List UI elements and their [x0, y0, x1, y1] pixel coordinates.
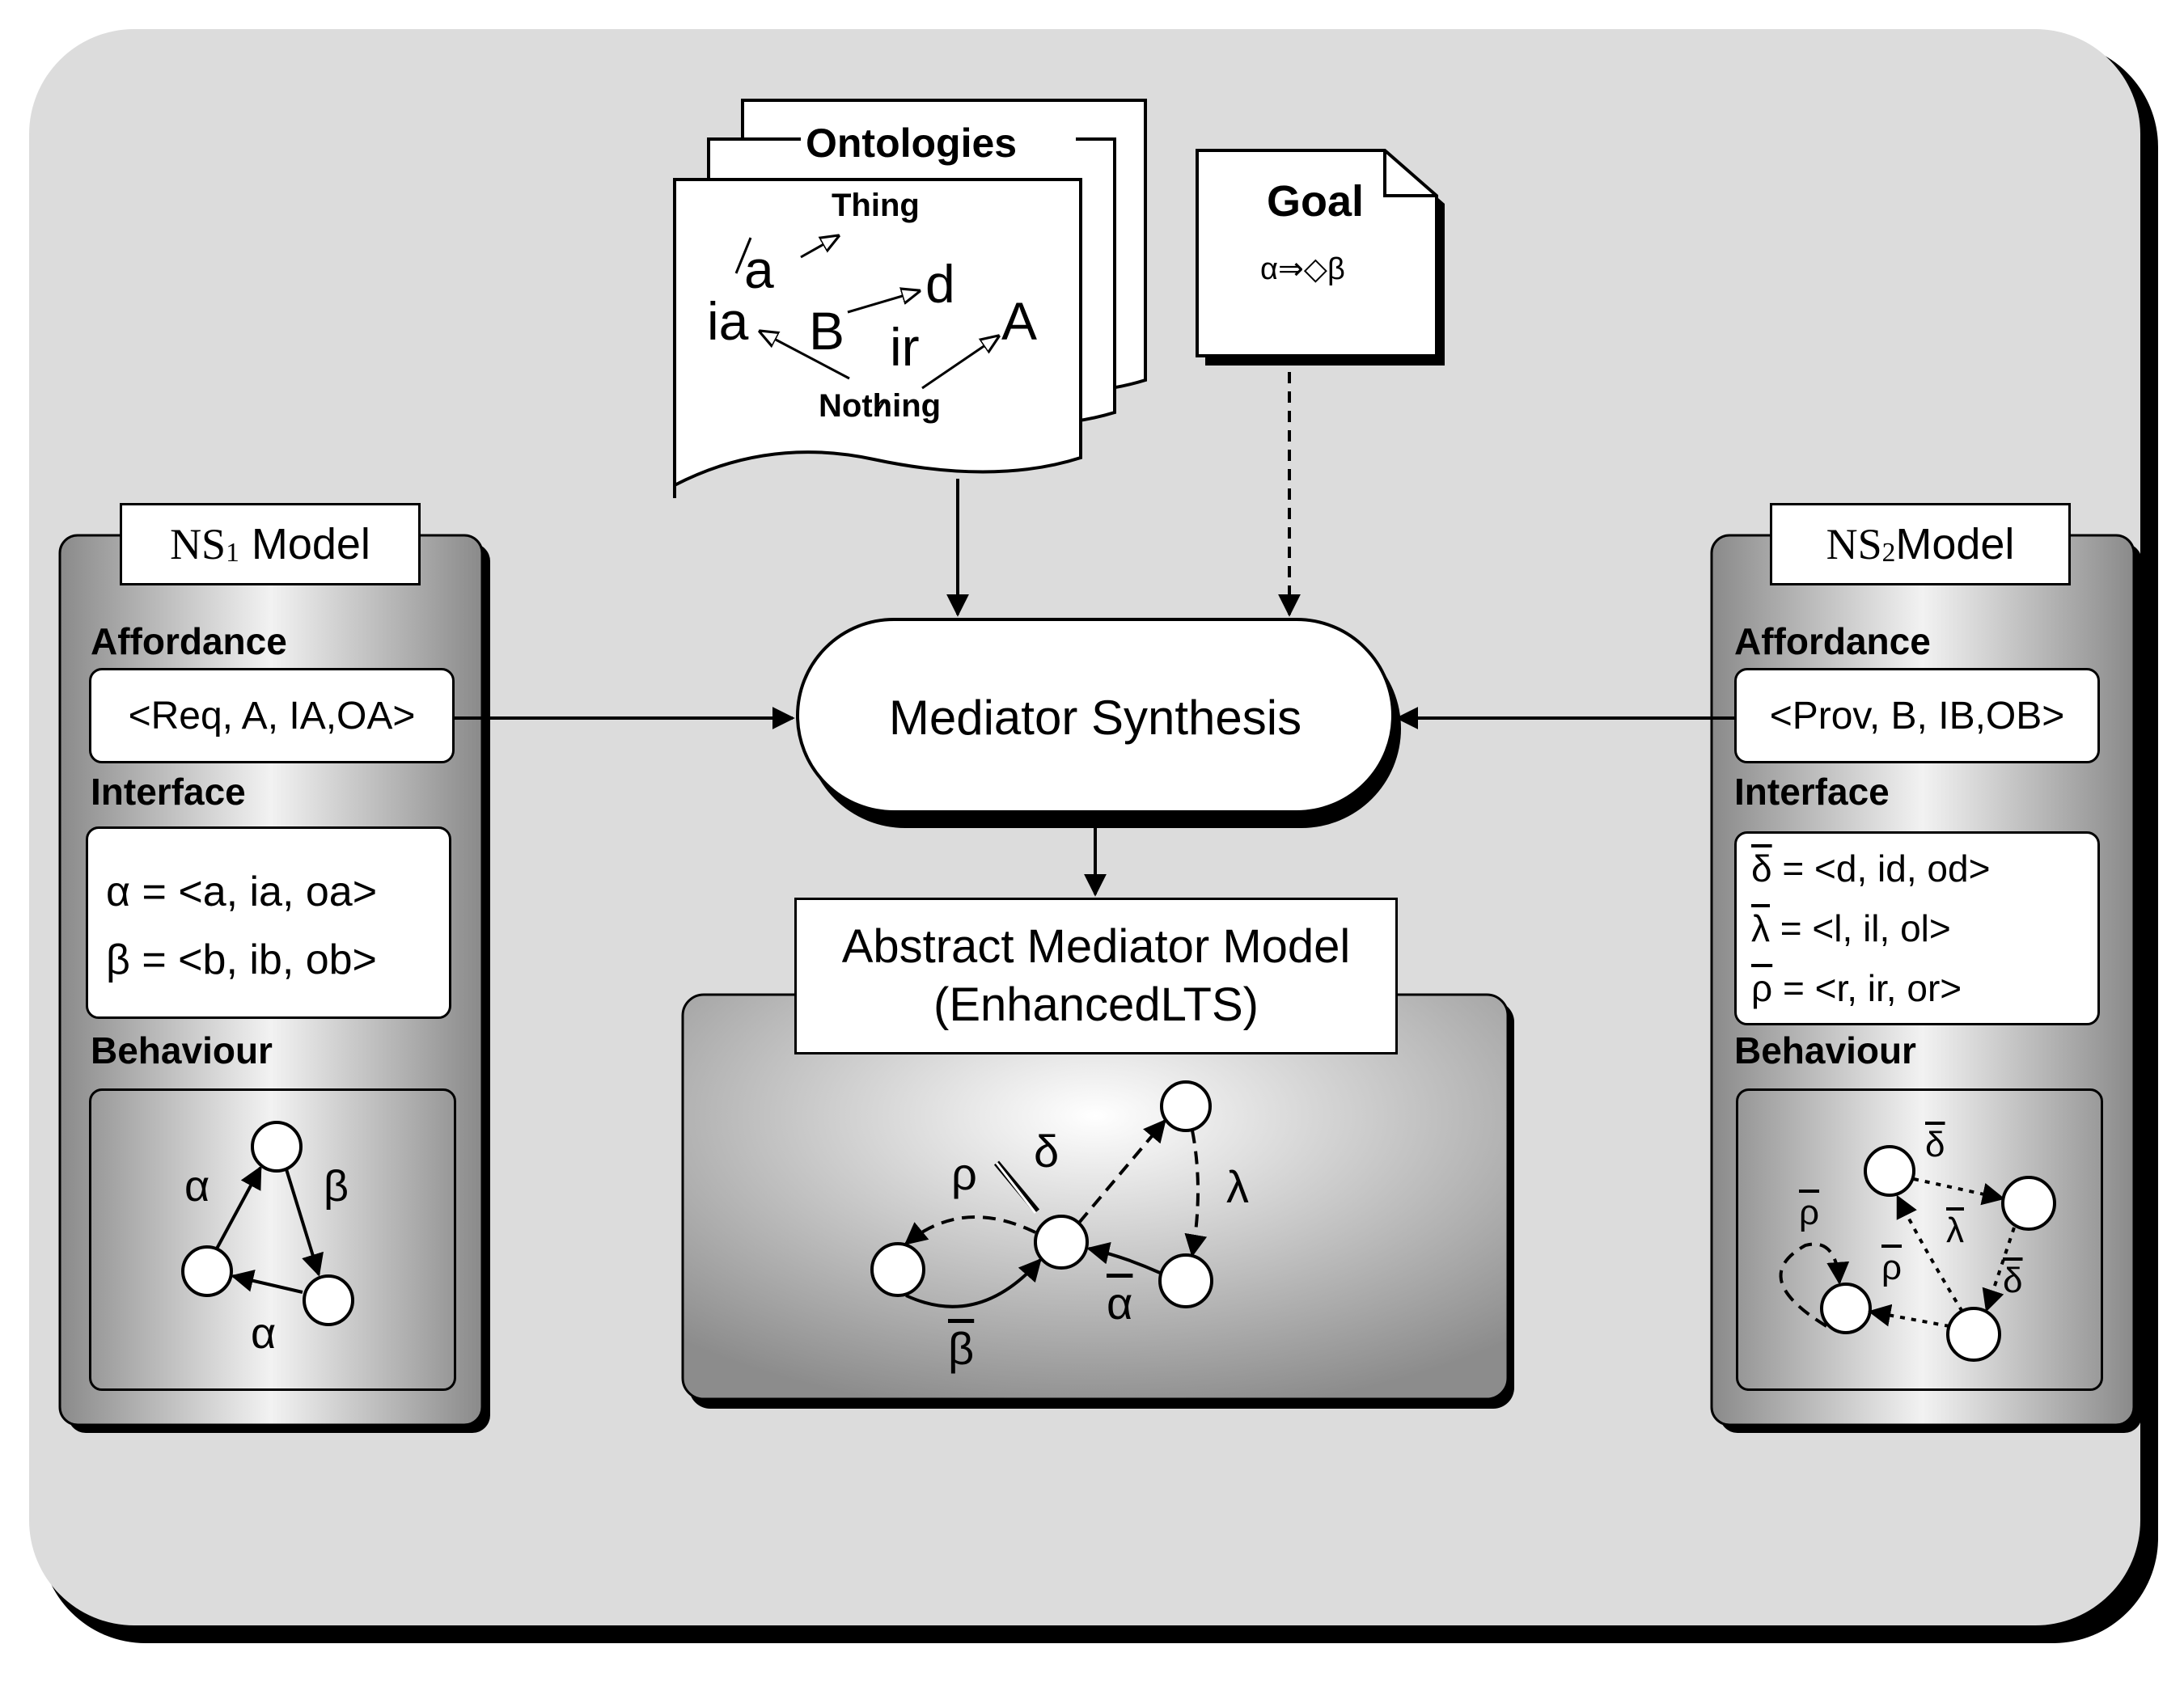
ns2-interface-rho-symbol: ρ	[1751, 967, 1773, 1009]
ns2-title-model: Model	[1895, 520, 2015, 568]
mediator-label-lambda: λ	[1226, 1161, 1249, 1212]
ns1-behaviour-graph	[181, 1121, 354, 1326]
ontology-node-ir: ir	[890, 317, 920, 377]
ns2-behaviour-delta-right: δ	[2003, 1261, 2023, 1300]
ns2-title-ns: NS	[1826, 520, 1882, 568]
ns2-behaviour-lambda: λ	[1946, 1211, 1964, 1250]
ns2-interface-box: δ = <d, id, od> λ = <l, il, ol> ρ = <r, …	[1734, 831, 2100, 1025]
ontology-nothing-label: Nothing	[819, 388, 942, 424]
ns1-behaviour-label: Behaviour	[91, 1029, 273, 1071]
ns2-affordance-box: <Prov, B, IB,OB>	[1734, 668, 2100, 763]
ns1-title-sub: 1	[226, 538, 239, 568]
mediator-label-alpha-bar: α	[1107, 1278, 1133, 1329]
ns2-behaviour-rho-left: ρ	[1799, 1193, 1820, 1232]
mediator-label-rho: ρ	[951, 1148, 977, 1199]
ns1-affordance-value: <Req, A, IA,OA>	[128, 694, 416, 737]
ontology-node-A: A	[1001, 291, 1038, 351]
ns2-interface-lambda-text: = <l, il, ol>	[1770, 907, 1951, 949]
ns1-affordance-box: <Req, A, IA,OA>	[89, 668, 455, 763]
ns1-behaviour-box	[89, 1088, 456, 1391]
ontologies-title: Ontologies	[806, 120, 1018, 166]
abstract-model-title-line1: Abstract Mediator Model	[841, 919, 1351, 973]
ns1-interface-beta: β = <b, ib, ob>	[106, 936, 377, 983]
ns2-affordance-value: <Prov, B, IB,OB>	[1769, 694, 2065, 737]
ontology-arrows	[734, 236, 998, 416]
mediator-label-beta-bar: β	[948, 1323, 975, 1374]
synthesis-capsule	[796, 618, 1395, 814]
mediator-behaviour-graph	[870, 1080, 1213, 1308]
ns1-title-model: Model	[251, 520, 370, 568]
ns2-title-sub: 2	[1881, 538, 1896, 568]
ns1-affordance-label: Affordance	[91, 620, 287, 662]
ns2-interface-lambda: λ = <l, il, ol>	[1751, 910, 1951, 947]
ontology-thing-label: Thing	[832, 188, 920, 223]
abstract-model-title-box: Abstract Mediator Model (EnhancedLTS)	[794, 898, 1398, 1054]
ontology-node-d: d	[925, 254, 955, 314]
ns2-interface-label: Interface	[1734, 771, 1890, 813]
ns1-interface-box: α = <a, ia, oa> β = <b, ib, ob>	[86, 826, 451, 1019]
ns2-interface-lambda-symbol: λ	[1751, 907, 1770, 949]
ontology-node-ia: ia	[707, 291, 749, 351]
abstract-model-title-line2: (EnhancedLTS)	[933, 978, 1259, 1031]
goal-document	[1196, 149, 1438, 357]
ns1-behaviour-alpha-left: α	[184, 1162, 210, 1211]
ns1-title-ns: NS	[170, 520, 226, 568]
ns1-behaviour-alpha-bottom: α	[251, 1309, 277, 1358]
mediator-synthesis-label: Mediator Synthesis	[888, 691, 1302, 745]
ns2-interface-delta-text: = <d, id, od>	[1771, 847, 1991, 890]
ns1-behaviour-beta: β	[324, 1162, 349, 1211]
ns2-affordance-label: Affordance	[1734, 620, 1931, 662]
mediator-panel	[681, 993, 1509, 1401]
ns2-interface-delta: δ = <d, id, od>	[1751, 850, 1990, 887]
flow-arrows	[453, 372, 1742, 897]
ns2-interface-delta-symbol: δ	[1751, 847, 1772, 890]
ns2-behaviour-box	[1736, 1088, 2103, 1391]
ns2-interface-rho-text: = <r, ir, or>	[1772, 967, 1962, 1009]
ontologies-title-bg	[801, 121, 1076, 163]
goal-formula: α⇒◇β	[1260, 252, 1345, 286]
ns2-interface-rho: ρ = <r, ir, or>	[1751, 970, 1962, 1007]
ns2-behaviour-graph	[1779, 1145, 2056, 1362]
ontologies-stack	[672, 99, 1147, 498]
goal-title: Goal	[1267, 177, 1365, 226]
mediator-label-delta: δ	[1034, 1126, 1060, 1177]
ontology-node-b: B	[809, 301, 845, 361]
ns2-behaviour-label: Behaviour	[1734, 1029, 1916, 1071]
ns2-behaviour-delta-top: δ	[1925, 1125, 1945, 1164]
ontology-node-a: a	[744, 239, 774, 299]
ns1-interface-label: Interface	[91, 771, 246, 813]
ns1-interface-alpha: α = <a, ia, oa>	[106, 868, 378, 915]
ns2-behaviour-rho-mid: ρ	[1881, 1248, 1903, 1287]
